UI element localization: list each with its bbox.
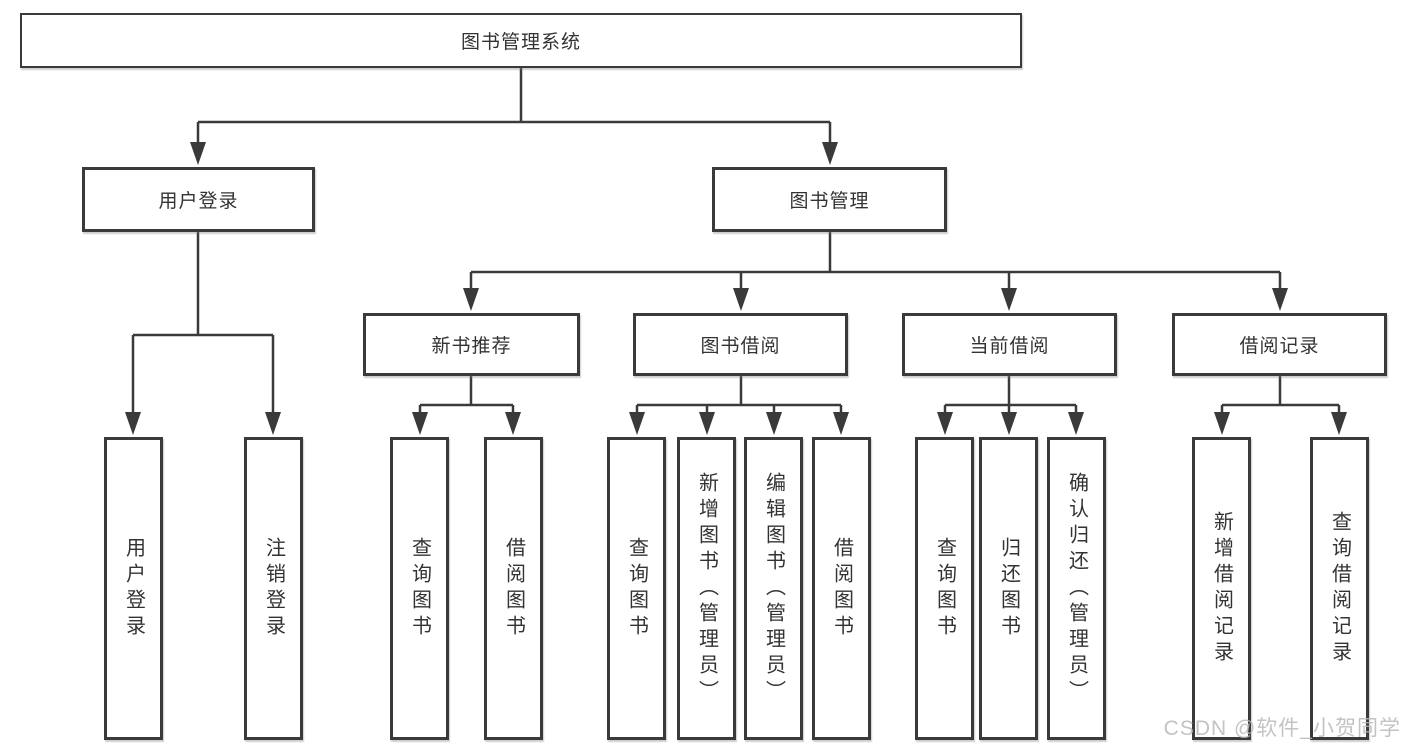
leaf-edit-book-admin-label: 编辑图书（管理员）: [762, 471, 785, 706]
leaf-user-login-label: 用户登录: [122, 536, 145, 641]
leaf-edit-book-admin: 编辑图书（管理员）: [744, 437, 803, 740]
node-user-login: 用户登录: [82, 167, 315, 232]
node-book-borrowing-label: 图书借阅: [700, 336, 781, 357]
leaf-return-book: 归还图书: [979, 437, 1038, 740]
leaf-confirm-return-admin-label: 确认归还（管理员）: [1065, 471, 1088, 706]
node-book-borrowing: 图书借阅: [633, 313, 848, 376]
leaf-logout-label: 注销登录: [262, 536, 285, 641]
leaf-borrow-books-borrowing-label: 借阅图书: [830, 536, 853, 641]
leaf-borrow-books-borrowing: 借阅图书: [812, 437, 871, 740]
node-new-book-recommendation: 新书推荐: [363, 313, 580, 376]
leaf-return-book-label: 归还图书: [997, 536, 1020, 641]
leaf-borrow-books-recommend-label: 借阅图书: [502, 536, 525, 641]
node-root: 图书管理系统: [20, 13, 1022, 68]
leaf-query-borrow-record-label: 查询借阅记录: [1328, 510, 1351, 667]
leaf-add-book-admin: 新增图书（管理员）: [677, 437, 736, 740]
node-book-management-label: 图书管理: [789, 191, 870, 212]
leaf-query-books-borrowing: 查询图书: [607, 437, 666, 740]
leaf-add-book-admin-label: 新增图书（管理员）: [695, 471, 718, 706]
leaf-query-books-current-label: 查询图书: [933, 536, 956, 641]
leaf-query-books-borrowing-label: 查询图书: [625, 536, 648, 641]
arrowheads: [125, 142, 1347, 435]
node-borrowing-records: 借阅记录: [1172, 313, 1387, 376]
leaf-query-books-current: 查询图书: [915, 437, 974, 740]
leaf-add-borrow-record: 新增借阅记录: [1192, 437, 1251, 740]
leaf-user-login: 用户登录: [104, 437, 163, 740]
node-current-borrowing-label: 当前借阅: [969, 336, 1050, 357]
leaf-query-books-recommend: 查询图书: [390, 437, 449, 740]
node-new-book-recommendation-label: 新书推荐: [431, 336, 512, 357]
leaf-borrow-books-recommend: 借阅图书: [484, 437, 543, 740]
leaf-query-borrow-record: 查询借阅记录: [1310, 437, 1369, 740]
node-borrowing-records-label: 借阅记录: [1239, 336, 1320, 357]
node-root-label: 图书管理系统: [460, 32, 581, 53]
leaf-logout: 注销登录: [244, 437, 303, 740]
leaf-add-borrow-record-label: 新增借阅记录: [1210, 510, 1233, 667]
leaf-confirm-return-admin: 确认归还（管理员）: [1047, 437, 1106, 740]
node-book-management: 图书管理: [712, 167, 947, 232]
node-current-borrowing: 当前借阅: [902, 313, 1117, 376]
node-user-login-label: 用户登录: [158, 191, 239, 212]
leaf-query-books-recommend-label: 查询图书: [408, 536, 431, 641]
